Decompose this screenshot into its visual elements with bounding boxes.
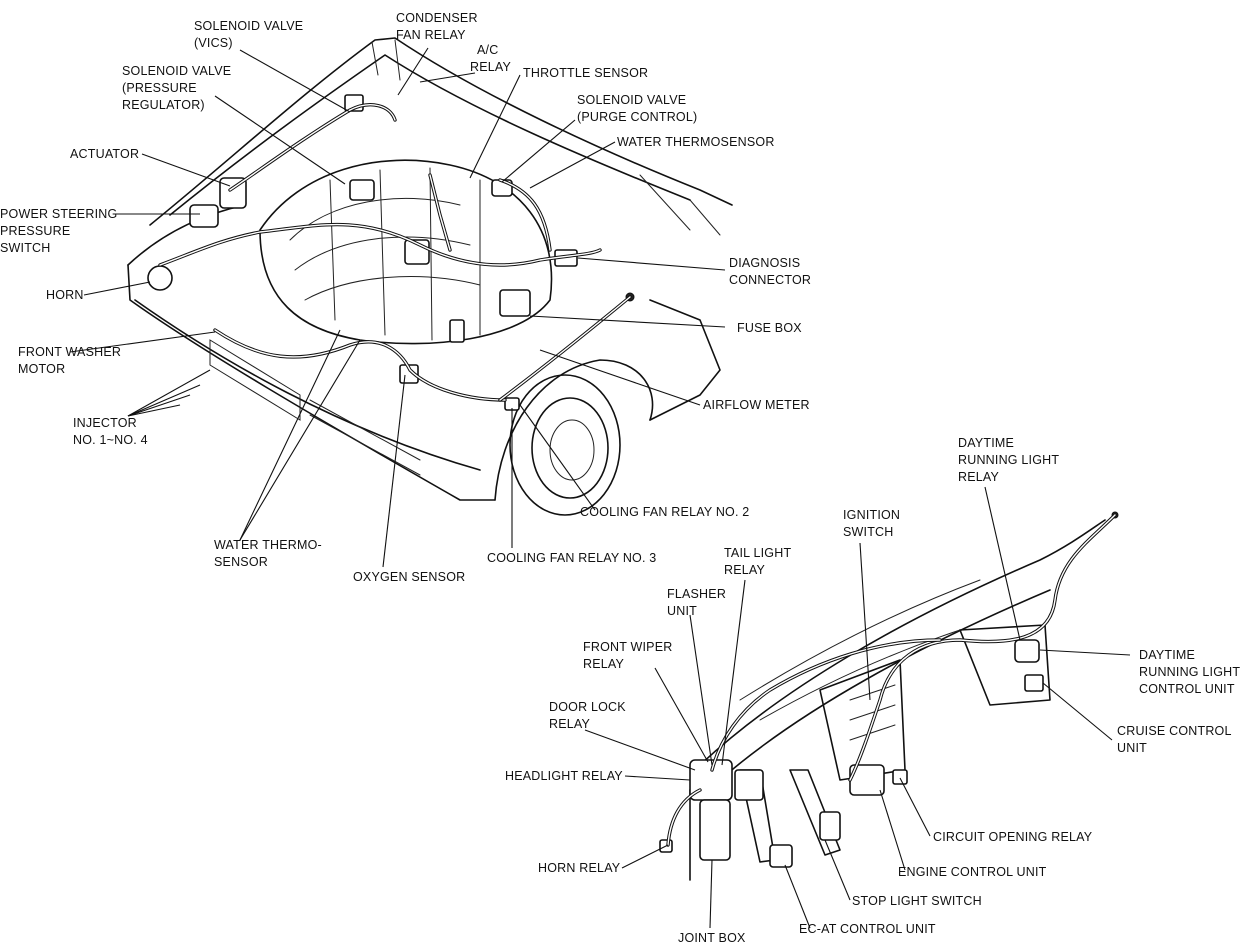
leader-lines xyxy=(69,47,1131,929)
label-oxygen-sensor: OXYGEN SENSOR xyxy=(353,570,465,584)
label-condenser-fan-relay: CONDENSER FAN RELAY xyxy=(396,11,481,42)
label-headlight-relay: HEADLIGHT RELAY xyxy=(505,769,623,783)
label-circuit-opening-relay: CIRCUIT OPENING RELAY xyxy=(933,830,1093,844)
label-actuator: ACTUATOR xyxy=(70,147,139,161)
label-ac-relay: A/C RELAY xyxy=(470,43,512,74)
label-throttle-sensor: THROTTLE SENSOR xyxy=(523,66,648,80)
label-cruise-control-unit: CRUISE CONTROL UNIT xyxy=(1117,724,1235,755)
label-power-steering-pressure-switch: POWER STEERING PRESSURE SWITCH xyxy=(0,207,121,255)
label-cooling-fan-relay-no-3: COOLING FAN RELAY NO. 3 xyxy=(487,551,656,565)
label-front-wiper-relay: FRONT WIPER RELAY xyxy=(583,640,676,671)
label-joint-box: JOINT BOX xyxy=(678,931,746,944)
label-door-lock-relay: DOOR LOCK RELAY xyxy=(549,700,630,731)
label-diagnosis-connector: DIAGNOSIS CONNECTOR xyxy=(729,256,811,287)
label-daytime-running-light-relay: DAYTIME RUNNING LIGHT RELAY xyxy=(958,436,1063,484)
label-engine-control-unit: ENGINE CONTROL UNIT xyxy=(898,865,1047,879)
label-horn: HORN xyxy=(46,288,84,302)
label-tail-light-relay: TAIL LIGHT RELAY xyxy=(724,546,795,577)
label-horn-relay: HORN RELAY xyxy=(538,861,621,875)
label-front-washer-motor: FRONT WASHER MOTOR xyxy=(18,345,125,376)
label-stop-light-switch: STOP LIGHT SWITCH xyxy=(852,894,982,908)
label-water-thermo-sensor: WATER THERMO- SENSOR xyxy=(214,538,326,569)
label-flasher-unit: FLASHER UNIT xyxy=(667,587,730,618)
engine-compartment-illustration xyxy=(127,37,733,516)
label-solenoid-valve-vics: SOLENOID VALVE (VICS) xyxy=(194,19,307,50)
label-ignition-switch: IGNITION SWITCH xyxy=(843,508,904,539)
label-airflow-meter: AIRFLOW METER xyxy=(703,398,810,412)
label-ec-at-control-unit: EC-AT CONTROL UNIT xyxy=(799,922,936,936)
label-cooling-fan-relay-no-2: COOLING FAN RELAY NO. 2 xyxy=(580,505,749,519)
label-solenoid-valve-purge-control: SOLENOID VALVE (PURGE CONTROL) xyxy=(577,93,697,124)
label-fuse-box: FUSE BOX xyxy=(737,321,802,335)
label-solenoid-valve-pressure-regulator: SOLENOID VALVE (PRESSURE REGULATOR) xyxy=(122,64,235,112)
label-daytime-running-light-control-unit: DAYTIME RUNNING LIGHT CONTROL UNIT xyxy=(1139,648,1242,696)
component-labels: SOLENOID VALVE (VICS) CONDENSER FAN RELA… xyxy=(0,11,1242,944)
label-water-thermosensor: WATER THERMOSENSOR xyxy=(617,135,775,149)
label-injector: INJECTOR NO. 1~NO. 4 xyxy=(73,416,148,447)
